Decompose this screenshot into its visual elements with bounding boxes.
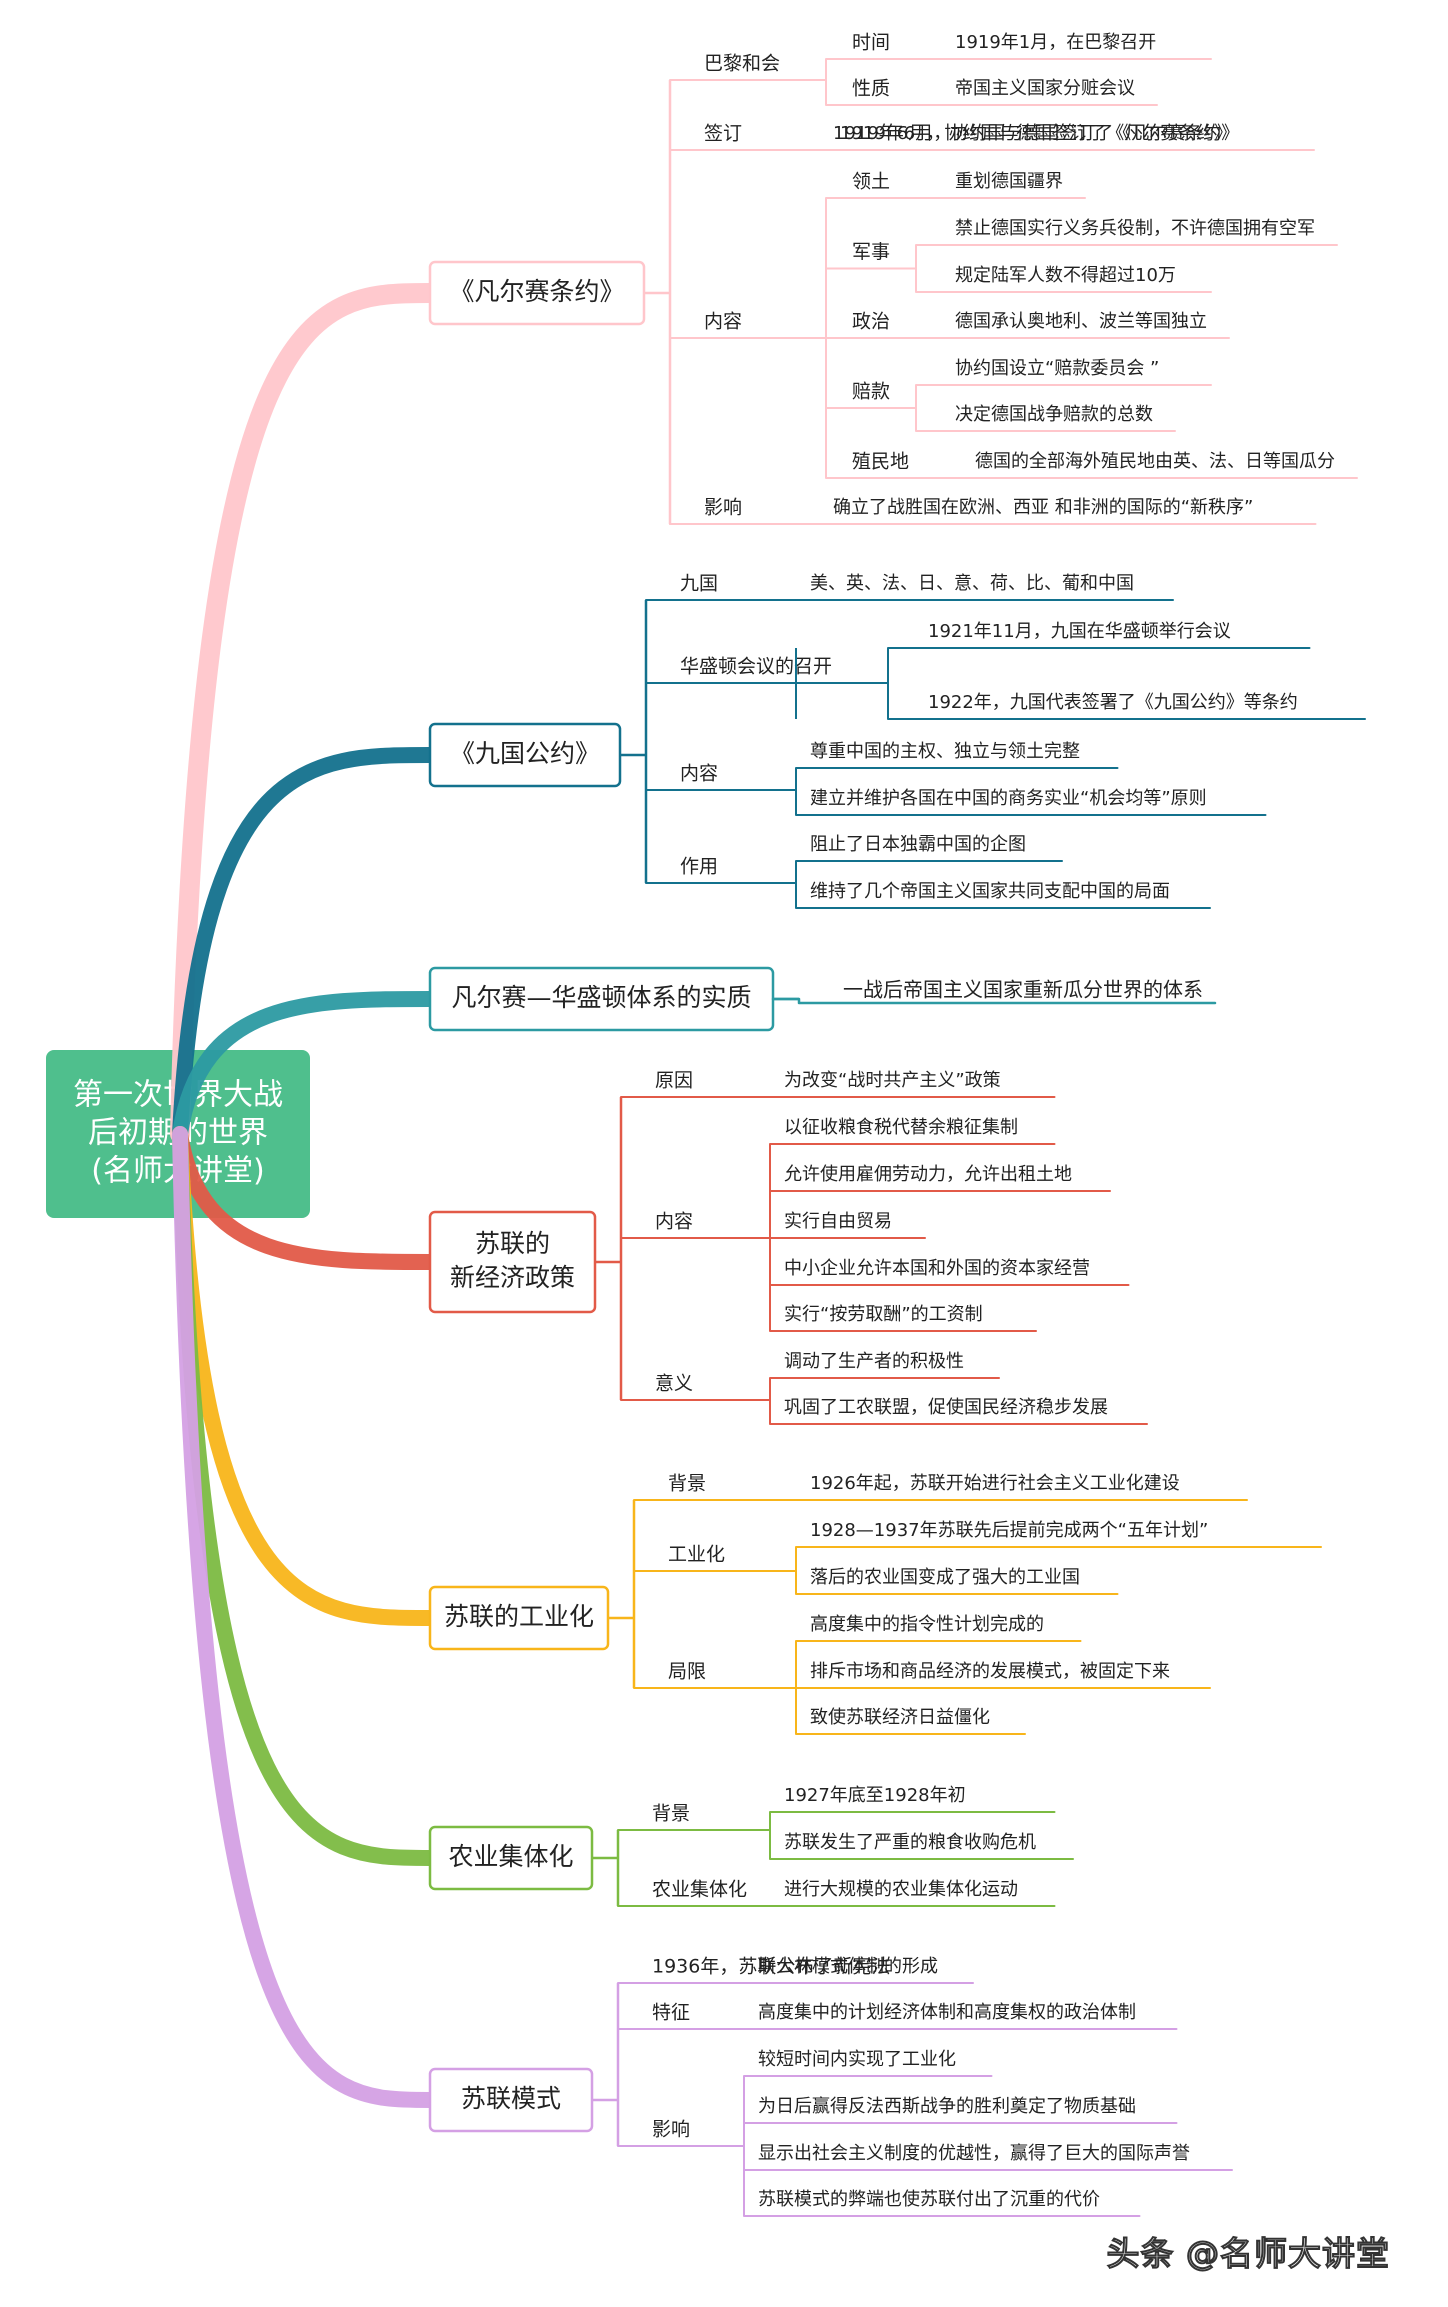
leaf-text: 排斥市场和商品经济的发展模式，被固定下来 <box>810 1661 1170 1682</box>
topic-label: 苏联的工业化 <box>444 1602 594 1631</box>
node-label-l1: 影响 <box>704 497 742 519</box>
leaf-text: 禁止德国实行义务兵役制，不许德国拥有空军 <box>955 218 1315 239</box>
node-label-l1: 特征 <box>652 2002 690 2024</box>
branch-6: 农业集体化背景1927年底至1928年初苏联发生了严重的粮食收购危机农业集体化进… <box>172 1126 1074 1907</box>
leaf-text: 高度集中的计划经济体制和高度集权的政治体制 <box>758 2002 1136 2023</box>
leaf-text: 进行大规模的农业集体化运动 <box>784 1879 1018 1900</box>
leaf-text: 斯大林模式体制的形成 <box>758 1956 938 1977</box>
watermark: 头条 @名师大讲堂 <box>1106 2233 1390 2274</box>
leaf-text: 德国承认奥地利、波兰等国独立 <box>955 311 1207 332</box>
node-label-l2: 性质 <box>852 78 890 100</box>
topic-label: 农业集体化 <box>448 1842 573 1871</box>
node-label-l1: 签订 <box>704 123 742 145</box>
branch-connector <box>172 1126 438 2108</box>
branch-connector <box>172 991 438 1142</box>
leaf-text: 为改变“战时共产主义”政策 <box>784 1070 1001 1091</box>
node-label-l1: 九国 <box>680 573 718 595</box>
node-label-l1: 局限 <box>668 1661 706 1683</box>
node-label-l1: 内容 <box>655 1211 693 1233</box>
branch-connector <box>172 1126 438 1270</box>
leaf-text: 德国的全部海外殖民地由英、法、日等国瓜分 <box>975 450 1335 472</box>
leaf-text: 1927年底至1928年初 <box>784 1785 966 1806</box>
leaf-text: 1926年起，苏联开始进行社会主义工业化建设 <box>810 1473 1180 1494</box>
leaf-text: 实行“按劳取酬”的工资制 <box>784 1304 983 1325</box>
topic-label: 苏联模式 <box>461 2084 561 2113</box>
node-label-l2: 赔款 <box>852 381 890 403</box>
leaf-text: 中小企业允许本国和外国的资本家经营 <box>784 1258 1090 1279</box>
node-label-l1: 意义 <box>655 1373 693 1395</box>
leaf-text: 巩固了工农联盟，促使国民经济稳步发展 <box>784 1397 1108 1418</box>
node-label-l1: 内容 <box>704 311 742 333</box>
node-label-l1: 华盛顿会议的召开 <box>680 656 832 678</box>
leaf-text: 高度集中的指令性计划完成的 <box>810 1614 1044 1635</box>
leaf-text: 1922年，九国代表签署了《九国公约》等条约 <box>928 692 1298 713</box>
leaf-text: 致使苏联经济日益僵化 <box>810 1707 990 1728</box>
leaf-text: 1919年6月，协约国与德国签订了《凡尔赛条约》 <box>833 123 1232 144</box>
leaf-text: 建立并维护各国在中国的商务实业“机会均等”原则 <box>810 788 1207 809</box>
leaf-text: 1921年11月，九国在华盛顿举行会议 <box>928 621 1231 642</box>
topic-label: 新经济政策 <box>450 1263 575 1292</box>
leaf-text: 协约国设立“赔款委员会 ” <box>955 358 1159 379</box>
leaf-text: 1928—1937年苏联先后提前完成两个“五年计划” <box>810 1520 1208 1541</box>
node-label-l1: 巴黎和会 <box>704 53 780 75</box>
leaf-text: 调动了生产者的积极性 <box>784 1351 964 1372</box>
node-label-l1: 背景 <box>652 1803 690 1825</box>
leaf-text: 实行自由贸易 <box>784 1211 892 1232</box>
leaf-text: 以征收粮食税代替余粮征集制 <box>784 1117 1018 1138</box>
leaf-text: 苏联模式的弊端也使苏联付出了沉重的代价 <box>758 2189 1100 2210</box>
branch-3: 凡尔赛—华盛顿体系的实质 一战后帝国主义国家重新瓜分世界的体系 <box>172 966 1217 1142</box>
node-label-l1: 1936年，苏联公布了新宪法 <box>652 1956 890 1978</box>
node-label-l1: 背景 <box>668 1473 706 1495</box>
leaf-text: 帝国主义国家分赃会议 <box>955 78 1135 99</box>
leaf-text: 美、英、法、日、意、荷、比、葡和中国 <box>810 573 1134 594</box>
topic-label: 《九国公约》 <box>450 739 600 768</box>
leaf-text: 较短时间内实现了工业化 <box>758 2049 956 2070</box>
leaf-text: 苏联发生了严重的粮食收购危机 <box>784 1832 1036 1853</box>
leaf-text: 规定陆军人数不得超过10万 <box>955 265 1176 286</box>
topic-label: 苏联的 <box>475 1229 550 1258</box>
node-label-l1: 作用 <box>680 856 718 878</box>
leaf-text: 一战后帝国主义国家重新瓜分世界的体系 <box>843 978 1203 1002</box>
node-label-l2: 政治 <box>852 311 890 333</box>
node-label-l1: 工业化 <box>668 1544 725 1566</box>
node-label-l2: 殖民地 <box>852 451 909 473</box>
topic-label: 《凡尔赛条约》 <box>449 277 624 306</box>
leaf-text: 决定德国战争赔款的总数 <box>955 404 1153 425</box>
leaf-text: 落后的农业国变成了强大的工业国 <box>810 1567 1080 1588</box>
topic-label: 凡尔赛—华盛顿体系的实质 <box>451 983 751 1012</box>
topic-box[interactable] <box>428 1210 597 1314</box>
node-label-l1: 原因 <box>655 1070 693 1092</box>
node-label-l2: 军事 <box>852 241 890 263</box>
leaf-text: 阻止了日本独霸中国的企图 <box>810 834 1026 855</box>
leaf-text: 显示出社会主义制度的优越性，赢得了巨大的国际声誉 <box>758 2142 1190 2164</box>
leaf-text: 重划德国疆界 <box>955 171 1063 192</box>
branch-connector <box>170 283 440 1144</box>
leaf-text: 尊重中国的主权、独立与领土完整 <box>810 741 1080 762</box>
node-label-l2: 时间 <box>852 32 890 54</box>
node-label-l2: 领土 <box>852 171 890 193</box>
node-label-l1: 影响 <box>652 2119 690 2141</box>
node-label-l1: 农业集体化 <box>652 1879 747 1901</box>
leaf-text: 1919年6月，协约国与德国签订了《凡尔赛条约》 <box>840 123 1239 144</box>
leaf-text: 维持了几个帝国主义国家共同支配中国的局面 <box>810 881 1170 902</box>
leaf-text: 1919年1月，在巴黎召开 <box>955 32 1156 53</box>
branch-connector <box>172 747 438 1142</box>
leaf-text: 为日后赢得反法西斯战争的胜利奠定了物质基础 <box>758 2095 1136 2117</box>
leaf-text: 确立了战胜国在欧洲、西亚 和非洲的国际的“新秩序” <box>833 497 1253 518</box>
node-label-l1: 内容 <box>680 763 718 785</box>
leaf-text: 允许使用雇佣劳动力，允许出租土地 <box>784 1164 1072 1185</box>
